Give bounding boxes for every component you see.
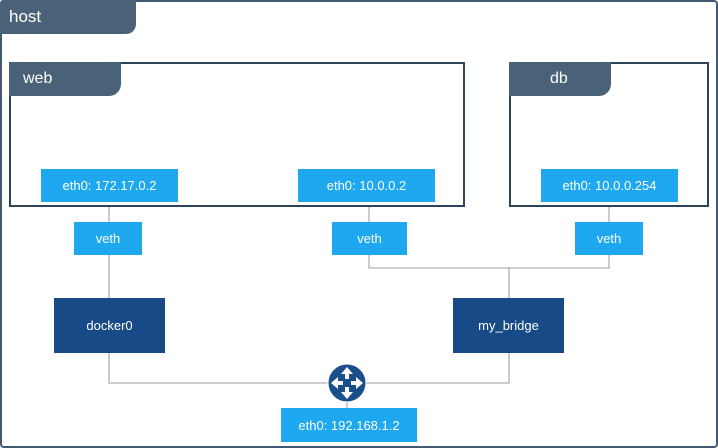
db-container-label: db: [509, 62, 611, 96]
veth-db-mybridge[interactable]: veth: [575, 222, 643, 255]
veth-web-docker0[interactable]: veth: [74, 222, 142, 255]
host-eth0-interface[interactable]: eth0: 192.168.1.2: [281, 408, 417, 442]
router-icon[interactable]: [327, 363, 367, 403]
host-label: host: [0, 0, 136, 34]
veth-web-mybridge[interactable]: veth: [332, 222, 407, 255]
web-container-label: web: [9, 62, 121, 96]
db-eth0-interface[interactable]: eth0: 10.0.0.254: [541, 169, 678, 202]
docker0-bridge[interactable]: docker0: [54, 298, 165, 353]
web-eth0-interface[interactable]: eth0: 172.17.0.2: [41, 169, 178, 202]
wire-veths-to-mybridge-bus: [368, 255, 610, 269]
wire-mybridge-to-router: [347, 353, 510, 384]
wire-docker0-to-router: [108, 353, 347, 384]
my-bridge[interactable]: my_bridge: [453, 298, 564, 353]
web-eth1-interface[interactable]: eth0: 10.0.0.2: [298, 169, 435, 202]
